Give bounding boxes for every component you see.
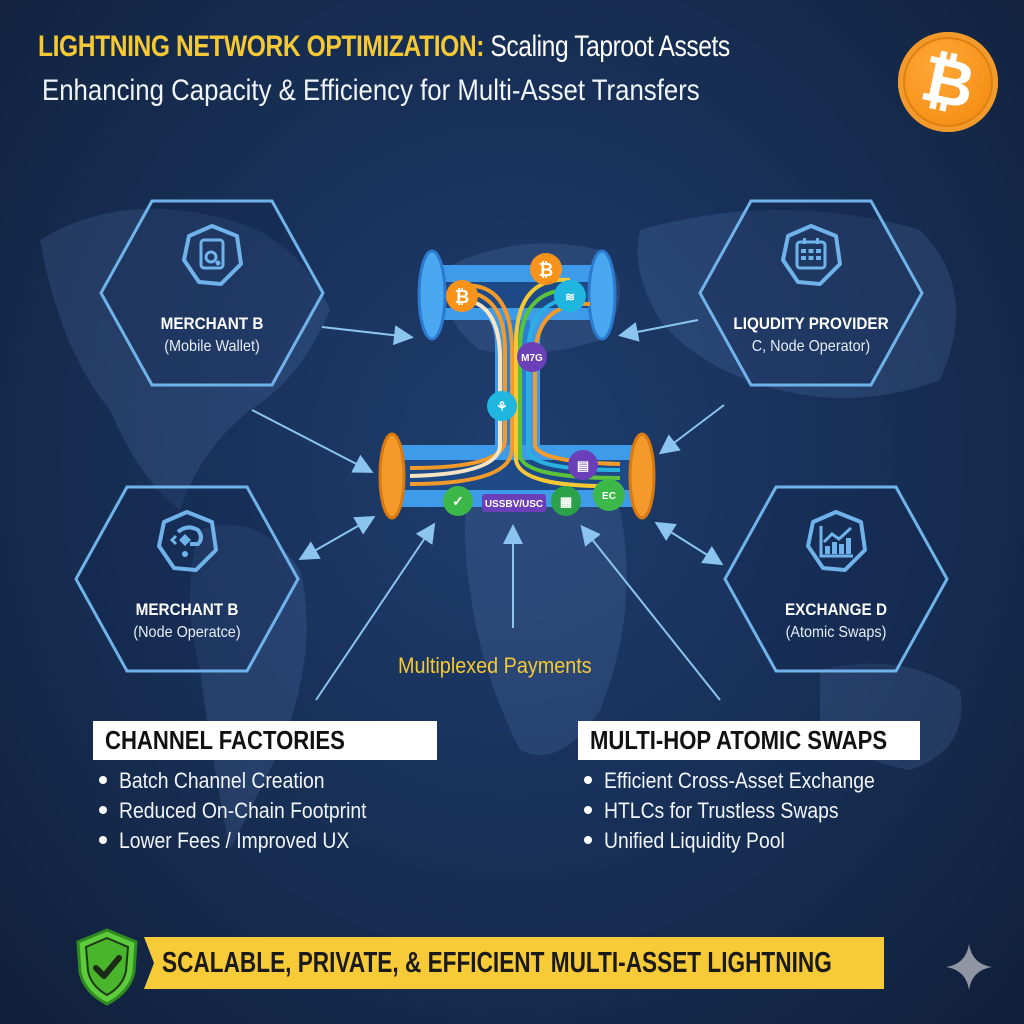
svg-text:EC: EC: [602, 491, 616, 502]
svg-text:₿: ₿: [455, 287, 470, 307]
svg-text:≋: ≋: [565, 290, 575, 304]
list-item: Reduced On-Chain Footprint: [93, 796, 437, 826]
title-highlight: LIGHTNING NETWORK OPTIMIZATION:: [38, 30, 484, 63]
node-diamond-icon: [156, 510, 218, 572]
svg-text:₿: ₿: [539, 260, 554, 280]
bitcoin-icon: ₿: [898, 32, 998, 132]
node-merchant-node-operator: MERCHANT B (Node Operatce): [72, 484, 302, 674]
page-subtitle: Enhancing Capacity & Efficiency for Mult…: [42, 74, 700, 107]
multiplexed-channel-pipe: ₿ ₿ ≋ M7G ⚘ ▤ ✓ ▦ EC USSBV/USC: [378, 249, 656, 520]
feature-list: Batch Channel Creation Reduced On-Chain …: [93, 766, 437, 856]
multiplexed-payments-label: Multiplexed Payments: [398, 653, 592, 678]
node-name: EXCHANGE D: [784, 600, 888, 619]
mobile-wallet-icon: [181, 224, 243, 286]
panel-channel-factories: CHANNEL FACTORIES Batch Channel Creation…: [93, 721, 437, 856]
node-role: C, Node Operator): [751, 338, 871, 355]
svg-text:✓: ✓: [452, 493, 464, 509]
svg-text:⚘: ⚘: [496, 399, 508, 414]
list-item: Batch Channel Creation: [93, 766, 437, 796]
node-merchant-mobile-wallet: MERCHANT B (Mobile Wallet): [97, 198, 327, 388]
sparkle-icon: [946, 944, 992, 990]
node-role: (Node Operatce): [133, 624, 241, 641]
list-item: Lower Fees / Improved UX: [93, 826, 437, 856]
list-item: Unified Liquidity Pool: [578, 826, 920, 856]
svg-text:▤: ▤: [577, 458, 589, 473]
panel-multi-hop-atomic-swaps: MULTI-HOP ATOMIC SWAPS Efficient Cross-A…: [578, 721, 920, 856]
title-rest: Scaling Taproot Assets: [483, 30, 730, 63]
summary-banner: SCALABLE, PRIVATE, & EFFICIENT MULTI-ASS…: [144, 937, 884, 989]
feature-list: Efficient Cross-Asset Exchange HTLCs for…: [578, 766, 920, 856]
node-role: (Atomic Swaps): [785, 624, 887, 641]
node-name: LIQUDITY PROVIDER: [733, 314, 889, 333]
node-name: MERCHANT B: [160, 314, 264, 333]
node-role: (Mobile Wallet): [164, 338, 260, 355]
panel-title: MULTI-HOP ATOMIC SWAPS: [578, 721, 920, 760]
calendar-grid-icon: [780, 224, 842, 286]
page-title: LIGHTNING NETWORK OPTIMIZATION: Scaling …: [38, 30, 730, 64]
panel-title: CHANNEL FACTORIES: [93, 721, 437, 760]
asset-tag: USSBV/USC: [485, 499, 543, 510]
list-item: HTLCs for Trustless Swaps: [578, 796, 920, 826]
bar-chart-trend-icon: [805, 510, 867, 572]
node-exchange-d: EXCHANGE D (Atomic Swaps): [721, 484, 951, 674]
shield-check-icon: [76, 928, 138, 1006]
svg-text:▦: ▦: [560, 494, 572, 509]
svg-text:M7G: M7G: [521, 353, 543, 364]
list-item: Efficient Cross-Asset Exchange: [578, 766, 920, 796]
node-name: MERCHANT B: [135, 600, 239, 619]
node-liquidity-provider: LIQUDITY PROVIDER C, Node Operator): [696, 198, 926, 388]
